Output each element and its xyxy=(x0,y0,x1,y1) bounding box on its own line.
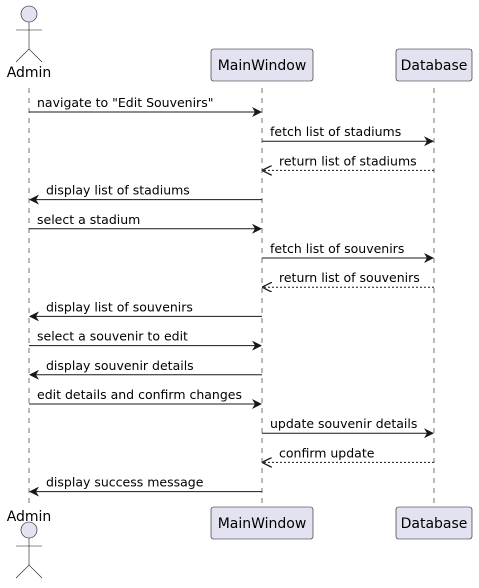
message-14: display success message xyxy=(29,475,262,497)
message-label: navigate to "Edit Souvenirs" xyxy=(37,95,213,110)
message-label: return list of stadiums xyxy=(279,153,417,168)
message-label: select a stadium xyxy=(37,212,140,227)
message-4: display list of stadiums xyxy=(29,183,262,205)
message-2: fetch list of stadiums xyxy=(262,124,434,147)
participant-label: Database xyxy=(401,516,468,532)
participant-box xyxy=(210,506,314,540)
message-6: fetch list of souvenirs xyxy=(262,241,434,263)
message-10: display souvenir details xyxy=(29,358,262,380)
message-12: update souvenir details xyxy=(262,416,434,439)
actor-legs-icon xyxy=(15,564,43,579)
participant-db-top: Database xyxy=(395,48,473,82)
message-label: fetch list of stadiums xyxy=(270,124,401,139)
message-label: display list of stadiums xyxy=(46,183,190,198)
participant-box xyxy=(395,506,473,540)
participant-box xyxy=(395,48,473,82)
message-label: select a souvenir to edit xyxy=(37,329,188,344)
message-7: return list of souvenirs xyxy=(263,270,434,287)
message-label: edit details and confirm changes xyxy=(37,387,242,402)
message-11: edit details and confirm changes xyxy=(29,387,262,409)
message-label: display success message xyxy=(46,475,204,490)
participant-main-bottom: MainWindow xyxy=(210,506,314,540)
message-9: select a souvenir to edit xyxy=(29,329,262,351)
message-1: navigate to "Edit Souvenirs" xyxy=(29,95,262,117)
message-label: return list of souvenirs xyxy=(279,270,420,285)
actor-head-icon xyxy=(20,5,38,23)
message-label: fetch list of souvenirs xyxy=(270,241,404,256)
participant-label: Admin xyxy=(7,65,52,81)
message-label: confirm update xyxy=(279,445,375,460)
actor-head-icon xyxy=(20,521,38,539)
message-label: display list of souvenirs xyxy=(46,299,193,314)
participant-admin-bottom: Admin xyxy=(7,509,52,579)
message-label: display souvenir details xyxy=(46,358,194,373)
actor-legs-icon xyxy=(15,48,43,63)
message-label: update souvenir details xyxy=(270,416,417,431)
participant-main-top: MainWindow xyxy=(210,48,314,82)
message-8: display list of souvenirs xyxy=(29,299,262,322)
participant-label: Admin xyxy=(7,509,52,525)
message-3: return list of stadiums xyxy=(263,153,434,170)
message-5: select a stadium xyxy=(29,212,262,234)
participant-label: MainWindow xyxy=(218,516,307,532)
participant-label: MainWindow xyxy=(218,58,307,74)
participant-admin-top: Admin xyxy=(7,5,52,81)
participant-box xyxy=(210,48,314,82)
participant-db-bottom: Database xyxy=(395,506,473,540)
message-13: confirm update xyxy=(263,445,434,462)
participant-label: Database xyxy=(401,58,468,74)
